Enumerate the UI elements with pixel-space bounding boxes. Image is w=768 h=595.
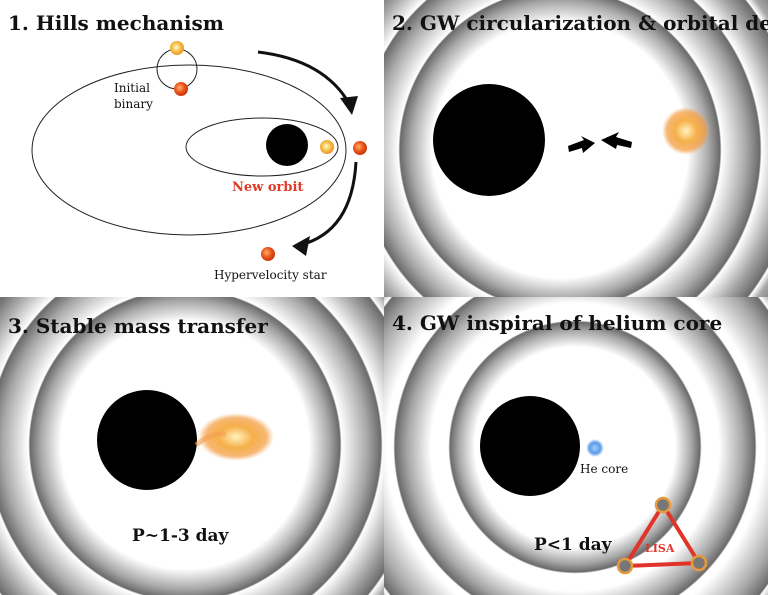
panel-gw-inspiral [384,297,768,595]
panel-gw-circularization [384,0,768,297]
lisa-triangle: LISA [616,496,708,575]
arrow-in [257,50,352,106]
lisa-spacecraft [654,496,672,514]
label-initial: Initial [114,81,150,95]
hypervelocity-star [261,247,275,261]
new-orbit-ellipse [185,117,339,177]
black-hole [480,396,580,496]
black-hole [97,390,197,490]
arrow-out-head [292,236,310,256]
black-hole [433,84,545,196]
arrow-in-head [340,96,358,115]
panel-hills-mechanism: 1. Hills mechanism Initial binary New or… [8,11,367,282]
captured-star [320,140,334,154]
panel-title: 4. GW inspiral of helium core [392,311,722,335]
label-lisa: LISA [645,542,675,555]
lisa-spacecraft [616,557,634,575]
ejected-star [353,141,367,155]
label-period: P<1 day [534,535,613,555]
label-he-core: He core [580,462,628,476]
panel-stable-mass-transfer [0,297,384,595]
black-hole [266,124,308,166]
label-new-orbit: New orbit [232,180,303,195]
arrow-right-icon [568,136,595,153]
star [662,107,710,155]
arrow-left-icon [601,132,632,149]
initial-orbit [31,64,347,236]
binary-star-yellow [170,41,184,55]
mass-stream [194,431,227,447]
donor-star [198,413,274,461]
label-period: P~1-3 day [132,526,230,546]
panel-title: 1. Hills mechanism [8,11,224,35]
label-hypervelocity: Hypervelocity star [214,268,327,282]
panel-title: 3. Stable mass transfer [8,314,268,338]
label-binary: binary [114,97,153,111]
lisa-spacecraft [690,554,708,572]
arrow-out [299,161,358,247]
helium-core [586,439,604,457]
binary-star-red [174,82,188,96]
panel-title: 2. GW circularization & orbital decay [392,11,768,35]
